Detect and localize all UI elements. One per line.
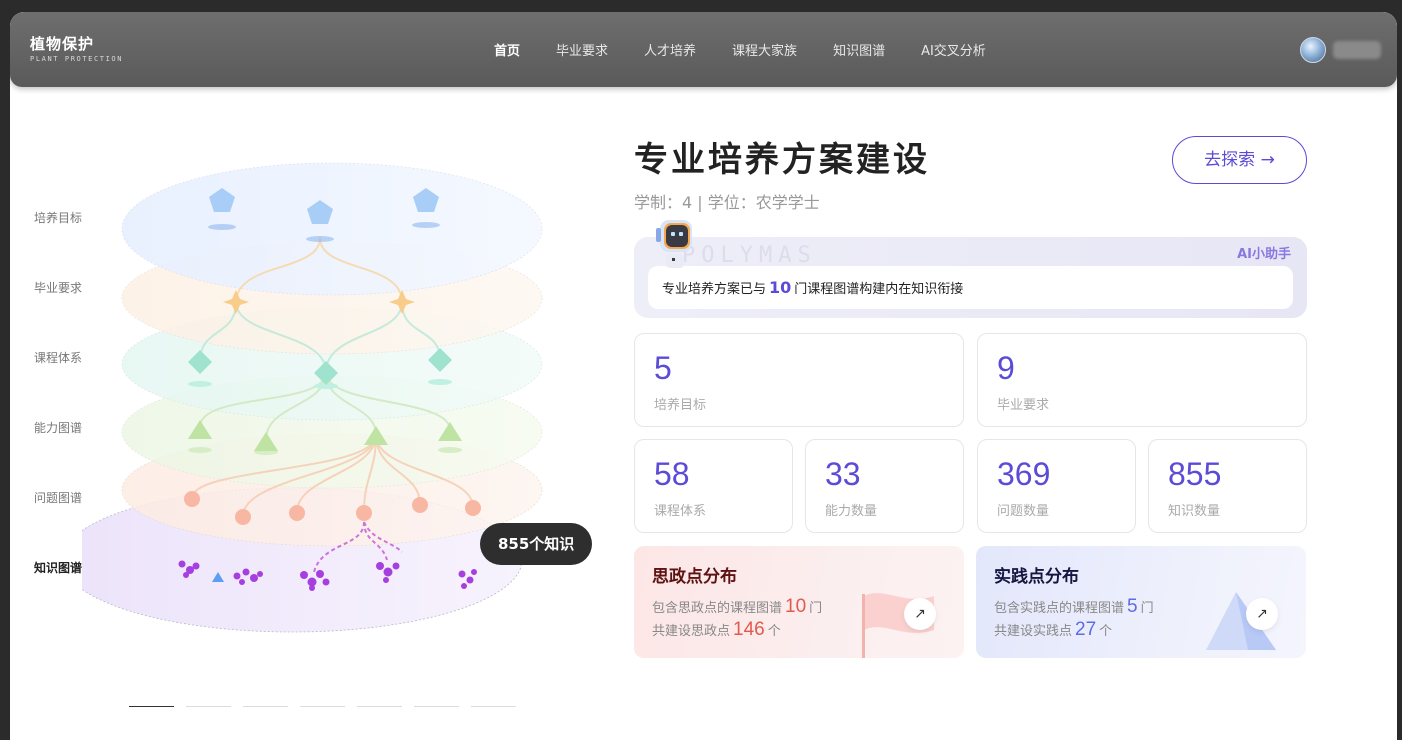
ability-nodes bbox=[188, 420, 462, 455]
layer-label-requirements[interactable]: 毕业要求 bbox=[34, 281, 83, 295]
layer-label-knowledge-map[interactable]: 知识图谱 bbox=[34, 561, 83, 575]
nav-ai-analysis[interactable]: AI交叉分析 bbox=[921, 44, 986, 59]
ideology-line1-prefix: 包含思政点的课程图谱 bbox=[652, 601, 783, 616]
practice-arrow-icon[interactable]: ↗ bbox=[1246, 598, 1278, 630]
practice-line1-num: 5 bbox=[1127, 596, 1138, 617]
layer-label-problem-map[interactable]: 问题图谱 bbox=[34, 491, 83, 505]
stat-value: 58 bbox=[654, 456, 690, 492]
ai-message-count: 10 bbox=[769, 278, 792, 297]
ai-watermark: POLYMAS bbox=[682, 243, 817, 268]
pager-dot-1[interactable] bbox=[129, 706, 174, 707]
nav-course-family[interactable]: 课程大家族 bbox=[732, 44, 798, 59]
layer-label-objectives[interactable]: 培养目标 bbox=[34, 211, 83, 225]
ai-message-prefix: 专业培养方案已与 bbox=[662, 282, 767, 297]
curriculum-nodes bbox=[188, 348, 452, 389]
ideology-line2-prefix: 共建设思政点 bbox=[652, 624, 731, 639]
stat-card-knowledge[interactable]: 855 知识数量 bbox=[1148, 439, 1307, 533]
nav-knowledge-graph[interactable]: 知识图谱 bbox=[833, 44, 886, 59]
nav-talent-training[interactable]: 人才培养 bbox=[644, 44, 697, 59]
ideology-line2-num: 146 bbox=[733, 619, 765, 640]
stat-value: 369 bbox=[997, 456, 1051, 492]
stat-value: 33 bbox=[825, 456, 861, 492]
pager-dot-3[interactable] bbox=[243, 706, 288, 707]
practice-line2-unit: 个 bbox=[1099, 624, 1113, 639]
robot-mascot-icon bbox=[656, 220, 692, 268]
stat-card-abilities[interactable]: 33 能力数量 bbox=[805, 439, 964, 533]
pager-dot-6[interactable] bbox=[414, 706, 459, 707]
stat-label: 培养目标 bbox=[654, 398, 707, 413]
practice-line1-prefix: 包含实践点的课程图谱 bbox=[994, 601, 1125, 616]
ai-message-suffix: 门课程图谱构建内在知识衔接 bbox=[794, 282, 964, 297]
practice-line2-num: 27 bbox=[1075, 619, 1097, 640]
layer-diagram bbox=[82, 162, 543, 633]
stat-card-objectives[interactable]: 5 培养目标 bbox=[634, 333, 964, 427]
stat-value: 855 bbox=[1168, 456, 1222, 492]
layer-objectives bbox=[121, 162, 543, 296]
ideology-title: 思政点分布 bbox=[652, 567, 737, 587]
practice-line2-prefix: 共建设实践点 bbox=[994, 624, 1073, 639]
pager-dot-4[interactable] bbox=[300, 706, 345, 707]
problem-nodes bbox=[184, 491, 481, 525]
logo-subtitle: PLANT PROTECTION bbox=[30, 55, 124, 63]
nav-home[interactable]: 首页 bbox=[494, 44, 521, 59]
stat-label: 课程体系 bbox=[654, 504, 707, 519]
carousel-pager bbox=[129, 706, 528, 707]
stat-card-curriculum[interactable]: 58 课程体系 bbox=[634, 439, 793, 533]
stat-label: 知识数量 bbox=[1168, 504, 1221, 519]
stat-value: 5 bbox=[654, 350, 672, 386]
practice-line1-unit: 门 bbox=[1140, 601, 1154, 616]
knowledge-count-badge: 855个知识 bbox=[480, 523, 593, 565]
stat-label: 毕业要求 bbox=[997, 398, 1050, 413]
app-window: 植物保护 PLANT PROTECTION 首页 毕业要求 人才培养 课程大家族… bbox=[10, 12, 1397, 740]
practice-title: 实践点分布 bbox=[994, 567, 1079, 587]
layer-label-curriculum[interactable]: 课程体系 bbox=[34, 351, 83, 365]
logo[interactable]: 植物保护 PLANT PROTECTION bbox=[30, 36, 123, 63]
layer-label-ability-map[interactable]: 能力图谱 bbox=[34, 421, 83, 435]
knowledge-nodes bbox=[178, 560, 477, 591]
explore-button[interactable]: 去探索 → bbox=[1172, 136, 1307, 184]
avatar[interactable] bbox=[1300, 37, 1326, 63]
stat-value: 9 bbox=[997, 350, 1015, 386]
nav-links: 首页 毕业要求 人才培养 课程大家族 知识图谱 AI交叉分析 bbox=[494, 40, 1022, 59]
pager-dot-2[interactable] bbox=[186, 706, 231, 707]
page-subtitle: 学制：4 | 学位：农学学士 bbox=[634, 193, 820, 212]
page-title: 专业培养方案建设 bbox=[634, 140, 930, 180]
nav-graduation-requirements[interactable]: 毕业要求 bbox=[556, 44, 609, 59]
pager-dot-5[interactable] bbox=[357, 706, 402, 707]
ideology-line1-unit: 门 bbox=[809, 601, 823, 616]
objective-nodes bbox=[208, 188, 440, 242]
logo-title: 植物保护 bbox=[30, 35, 95, 53]
ideology-line2-unit: 个 bbox=[767, 624, 781, 639]
stat-card-requirements[interactable]: 9 毕业要求 bbox=[977, 333, 1307, 427]
top-nav: 植物保护 PLANT PROTECTION 首页 毕业要求 人才培养 课程大家族… bbox=[10, 12, 1397, 87]
stat-card-problems[interactable]: 369 问题数量 bbox=[977, 439, 1136, 533]
requirement-nodes bbox=[223, 290, 415, 314]
stat-label: 能力数量 bbox=[825, 504, 878, 519]
user-name-blurred[interactable] bbox=[1333, 41, 1381, 59]
pager-dot-7[interactable] bbox=[471, 706, 516, 707]
stat-label: 问题数量 bbox=[997, 504, 1050, 519]
ai-assistant-tag[interactable]: AI小助手 bbox=[1237, 247, 1291, 262]
ideology-line1-num: 10 bbox=[785, 596, 807, 617]
ideology-arrow-icon[interactable]: ↗ bbox=[904, 598, 936, 630]
